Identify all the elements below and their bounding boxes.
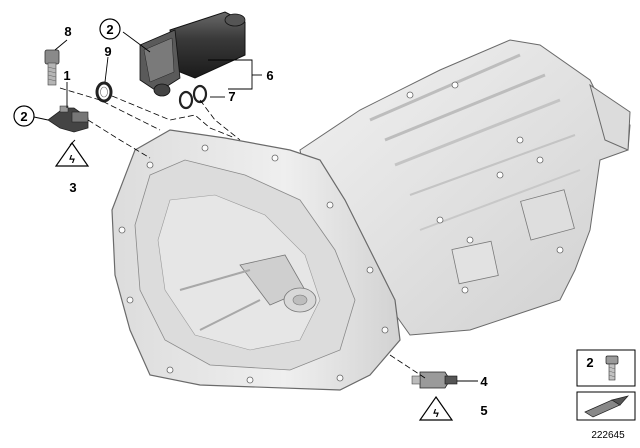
callout-6[interactable]: 6	[266, 68, 273, 83]
callout-2-top-circle	[99, 18, 121, 40]
callout-7[interactable]: 7	[228, 89, 235, 104]
bell-housing[interactable]	[111, 129, 401, 391]
callout-5[interactable]: 5	[480, 403, 487, 418]
warning-triangle-left: ϟ	[54, 141, 90, 167]
arrow-icon	[584, 395, 630, 418]
part-8-screw[interactable]	[44, 49, 60, 86]
screw-icon	[605, 355, 619, 381]
leader-lines	[33, 31, 478, 382]
warning-icon: ϟ	[433, 408, 439, 420]
legend-part-number: 2	[586, 355, 593, 370]
callout-8[interactable]: 8	[64, 24, 71, 39]
callout-2-left[interactable]: 2	[20, 109, 27, 124]
part-9-sealing-ring[interactable]	[95, 81, 113, 103]
callout-4[interactable]: 4	[480, 374, 488, 389]
callout-9[interactable]: 9	[104, 44, 111, 59]
callout-1[interactable]: 1	[63, 68, 70, 83]
part-7-o-ring[interactable]	[178, 84, 208, 110]
callout-2-top[interactable]: 2	[106, 22, 113, 37]
image-id: 222645	[591, 430, 625, 441]
gearbox-housing[interactable]	[299, 39, 631, 336]
part-6-actuator[interactable]	[139, 11, 246, 97]
callout-3[interactable]: 3	[69, 180, 76, 195]
part-1-sensor[interactable]	[47, 105, 89, 133]
warning-icon: ϟ	[69, 154, 75, 166]
part-4-switch[interactable]	[411, 371, 458, 389]
legend-box: 2	[576, 349, 636, 421]
callout-2-left-circle	[13, 105, 35, 127]
installation-lines	[59, 87, 426, 379]
warning-triangle-right: ϟ	[418, 395, 454, 421]
